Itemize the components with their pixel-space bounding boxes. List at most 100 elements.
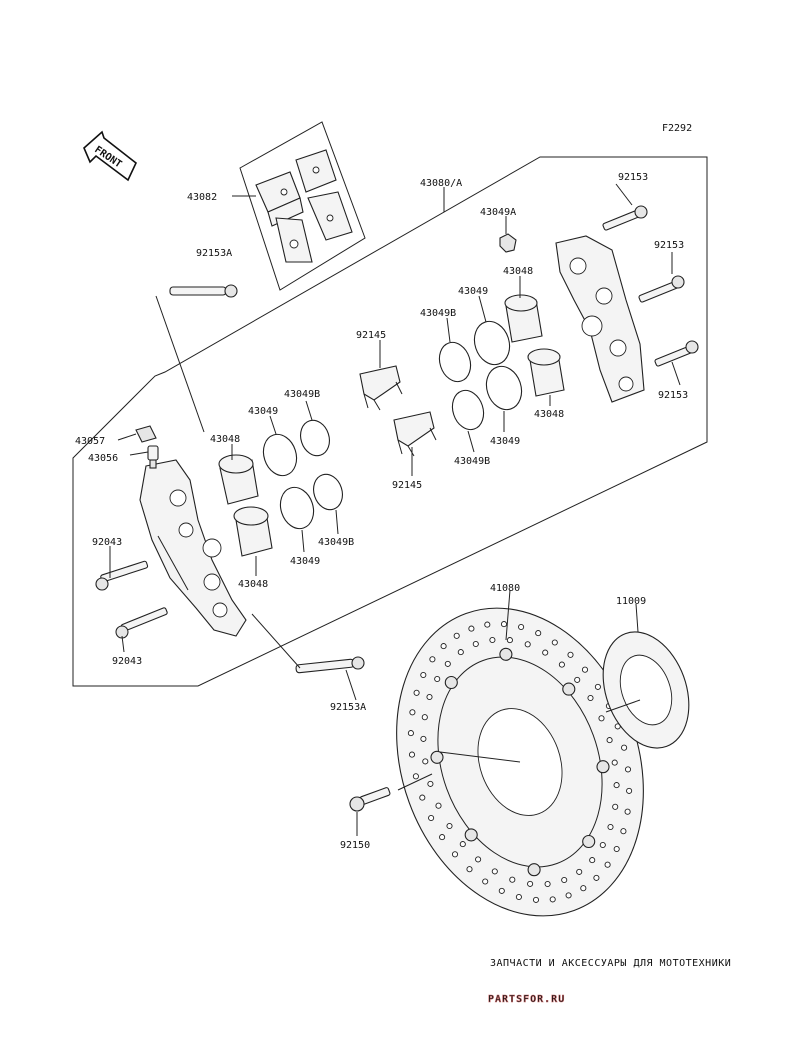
callout-92153-3: 92153 [658, 390, 688, 401]
caliper-assembly-outline [72, 156, 708, 687]
callout-43049-r1: 43049 [458, 286, 488, 297]
disc-drilled-hole [421, 714, 428, 721]
brake-pad-set [255, 149, 353, 263]
disc-drilled-hole [613, 845, 620, 853]
callout-92153-2: 92153 [654, 240, 684, 251]
seal-43049-r1 [473, 320, 511, 366]
disc-float-button [430, 750, 444, 764]
bleed-cap-43057 [135, 425, 157, 443]
pin-92153a-top [169, 284, 238, 298]
piston-43048-r2 [527, 348, 565, 397]
disc-drilled-hole [606, 737, 613, 744]
bolt-92043-upper [95, 560, 149, 591]
disc-drilled-hole [524, 641, 531, 648]
disc-bolt-92150 [349, 787, 391, 812]
callout-92043-bottom: 92043 [112, 656, 142, 667]
disc-drilled-hole [475, 856, 482, 863]
disc-drilled-hole [544, 880, 551, 888]
callout-92153-1: 92153 [618, 172, 648, 183]
disc-drilled-hole [506, 637, 513, 644]
caliper-left [139, 459, 247, 637]
disc-drilled-hole [420, 735, 427, 742]
disc-drilled-hole [419, 794, 426, 801]
disc-drilled-hole [435, 802, 442, 809]
disc-float-button [562, 682, 576, 696]
callout-92043-top: 92043 [92, 537, 122, 548]
disc-float-button [444, 675, 458, 690]
disc-drilled-hole [561, 876, 568, 884]
callout-43049-l2: 43049 [290, 556, 320, 567]
bolt-92153-lower [654, 340, 699, 367]
disc-drilled-hole [453, 632, 460, 639]
disc-drilled-hole [446, 822, 453, 830]
callout-43049b-l1: 43049B [284, 389, 320, 400]
callout-43056: 43056 [88, 453, 118, 464]
disc-drilled-hole [589, 857, 596, 864]
disc-drilled-hole [459, 841, 466, 848]
disc-drilled-hole [558, 661, 565, 668]
callout-92145-top: 92145 [356, 330, 386, 341]
seal-43049b-l2 [313, 473, 343, 511]
disc-drilled-hole [593, 874, 600, 881]
piston-43048-l2 [233, 506, 273, 557]
watermark-logo: PARTSFOR.RU [488, 994, 565, 1005]
seal-43049b-l1 [300, 419, 330, 457]
watermark: ЗАПЧАСТИ И АКСЕССУАРЫ ДЛЯ МОТОТЕХНИКИ PA… [488, 958, 731, 1005]
disc-drilled-hole [567, 651, 574, 658]
disc-spacer-11009 [602, 631, 690, 749]
disc-drilled-hole [426, 693, 433, 701]
seal-43049-l2 [279, 486, 315, 530]
disc-drilled-hole [613, 782, 620, 789]
pad-set-outline [239, 121, 366, 291]
disc-drilled-hole [427, 780, 434, 787]
disc-drilled-hole [482, 878, 489, 885]
seal-43049-r2 [485, 365, 523, 411]
disc-float-button [499, 647, 513, 661]
callout-43082: 43082 [187, 192, 217, 203]
disc-float-button [527, 863, 541, 877]
bleeder-valve-43056 [147, 445, 159, 469]
disc-drilled-hole [518, 623, 525, 631]
seal-43049b-r1 [438, 341, 472, 383]
callout-92153a-bottom: 92153A [330, 702, 366, 713]
disc-drilled-hole [466, 866, 473, 873]
disc-drilled-hole [624, 766, 632, 773]
disc-float-button [582, 834, 596, 849]
disc-drilled-hole [607, 823, 614, 831]
callout-43048-r1: 43048 [503, 266, 533, 277]
disc-drilled-hole [434, 675, 441, 683]
seal-43049b-r2 [451, 389, 485, 431]
disc-drilled-hole [413, 689, 420, 696]
disc-drilled-hole [409, 709, 416, 716]
disc-drilled-hole [576, 868, 583, 875]
pin-92153a-bottom [295, 656, 365, 674]
callout-11009: 11009 [616, 596, 646, 607]
disc-drilled-hole [457, 649, 464, 656]
bolt-92153-upper [602, 205, 648, 231]
callout-43048-l2: 43048 [238, 579, 268, 590]
disc-drilled-hole [509, 876, 516, 883]
disc-drilled-hole [535, 630, 542, 637]
disc-drilled-hole [599, 841, 606, 849]
disc-drilled-hole [604, 861, 611, 868]
pad-spring-92145-top [359, 365, 403, 411]
callout-43057: 43057 [75, 436, 105, 447]
disc-drilled-hole [498, 887, 505, 894]
disc-drilled-hole [422, 758, 429, 765]
disc-drilled-hole [412, 773, 419, 780]
disc-drilled-hole [594, 683, 601, 690]
callout-43080a: 43080/A [420, 178, 462, 189]
disc-drilled-hole [624, 808, 631, 815]
disc-float-button [596, 760, 610, 774]
disc-drilled-hole [626, 787, 633, 794]
disc-drilled-hole [407, 730, 414, 737]
callout-43049a: 43049A [480, 207, 516, 218]
piston-43048-r1 [504, 294, 543, 343]
disc-drilled-hole [551, 639, 558, 646]
disc-drilled-hole [621, 744, 628, 751]
seal-43049-l1 [262, 433, 298, 477]
figure-code: F2292 [662, 123, 692, 134]
caliper-right [555, 235, 645, 403]
callout-43048-r2: 43048 [534, 409, 564, 420]
